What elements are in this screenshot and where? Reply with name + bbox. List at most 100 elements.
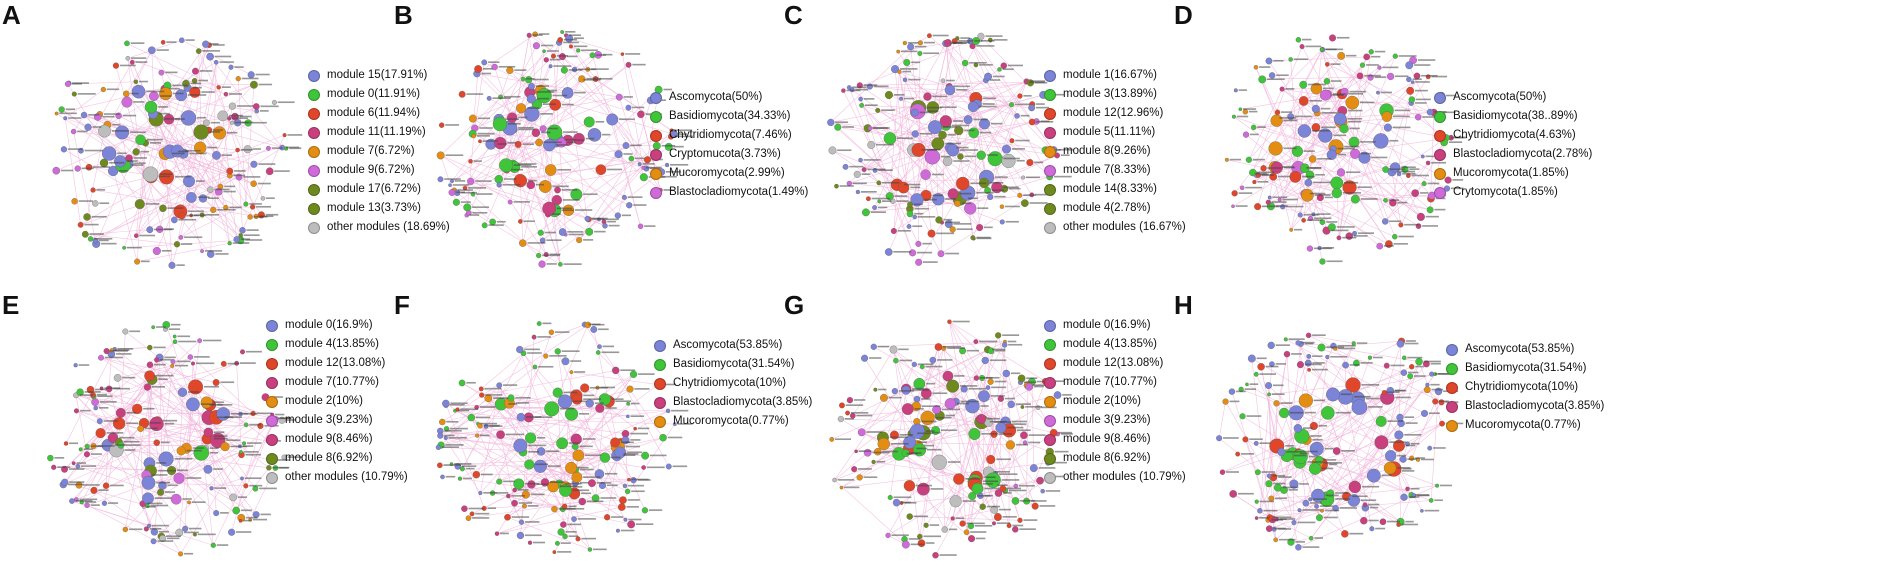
network-edge	[476, 73, 501, 98]
node-label-mark	[914, 212, 924, 215]
node-label-mark	[57, 466, 71, 468]
legend-item: module 0(11.91%)	[308, 85, 450, 104]
node-label-mark	[461, 465, 477, 468]
network-node	[202, 119, 210, 127]
node-label-mark	[164, 118, 180, 120]
network-node	[491, 63, 498, 71]
network-edge	[75, 394, 209, 418]
node-label-mark	[1450, 136, 1468, 139]
node-label-mark	[156, 481, 170, 484]
network-node	[71, 198, 78, 205]
node-label-mark	[1265, 365, 1279, 368]
network-edge	[1341, 93, 1386, 201]
legend-item: Blastocladiomycota(1.49%)	[650, 183, 808, 202]
network-edge	[505, 64, 629, 166]
node-label-mark	[835, 438, 852, 441]
node-label-mark	[893, 93, 905, 96]
network-node	[1268, 72, 1276, 79]
node-label-mark	[1285, 445, 1295, 447]
network-node	[250, 80, 258, 89]
node-label-mark	[554, 331, 570, 333]
network-edge	[1011, 140, 1050, 178]
panel-letter: E	[2, 290, 20, 320]
legend-label: module 13(3.73%)	[327, 202, 421, 214]
node-label-mark	[252, 148, 261, 150]
network-edge	[76, 499, 181, 555]
node-label-mark	[104, 387, 121, 389]
network-node	[122, 328, 129, 335]
node-label-mark	[982, 103, 995, 105]
legend-item: module 2(10%)	[1044, 392, 1186, 411]
node-label-mark	[155, 326, 166, 328]
network-node	[1301, 188, 1314, 202]
network-node	[63, 116, 68, 121]
legend-label: module 7(6.72%)	[327, 145, 415, 157]
network-node	[516, 345, 524, 354]
network-edge	[147, 386, 163, 486]
network-edge	[508, 477, 577, 497]
node-label-mark	[532, 541, 545, 544]
network-node	[228, 102, 237, 110]
network-edge	[454, 190, 493, 223]
node-label-mark	[1321, 126, 1336, 129]
panel-letter: D	[1174, 0, 1193, 30]
node-label-mark	[1003, 186, 1019, 189]
network-node	[992, 521, 996, 526]
network-edge	[1233, 493, 1271, 518]
network-edge	[498, 45, 537, 120]
node-label-mark	[158, 530, 169, 533]
network-node	[641, 165, 646, 170]
node-label-mark	[174, 457, 193, 460]
network-node	[883, 132, 897, 145]
network-node	[641, 451, 650, 460]
node-label-mark	[157, 469, 176, 472]
node-label-mark	[913, 203, 923, 206]
network-edge	[919, 430, 936, 537]
node-label-mark	[1030, 500, 1047, 502]
network-node	[1308, 462, 1322, 475]
node-label-mark	[532, 34, 543, 36]
network-edge	[108, 87, 188, 154]
legend-label: Basidiomycota(31.54%)	[673, 358, 795, 370]
node-label-mark	[126, 246, 142, 249]
node-label-mark	[177, 150, 189, 153]
network-edge	[947, 42, 1058, 156]
node-label-mark	[912, 387, 924, 390]
node-label-mark	[925, 430, 935, 432]
node-label-mark	[472, 517, 490, 519]
node-label-mark	[479, 127, 493, 129]
node-label-mark	[279, 467, 289, 469]
network-node	[897, 69, 902, 74]
network-node	[478, 386, 484, 392]
node-label-mark	[1389, 139, 1399, 142]
node-label-mark	[1401, 470, 1415, 472]
network-node	[606, 113, 619, 126]
network-node	[899, 96, 904, 101]
node-label-mark	[575, 209, 593, 211]
network-node	[1351, 399, 1368, 415]
network-node	[622, 483, 628, 489]
network-node	[1405, 61, 1414, 70]
network-edge	[917, 394, 1058, 432]
network-edge	[557, 351, 623, 508]
node-label-mark	[260, 105, 279, 108]
legend-swatch-icon	[1044, 471, 1056, 484]
node-label-mark	[115, 353, 132, 355]
legend-swatch-icon	[266, 338, 278, 351]
node-label-mark	[992, 348, 1006, 351]
node-label-mark	[536, 483, 549, 486]
node-label-mark	[196, 116, 207, 119]
network-node	[496, 478, 503, 485]
node-label-mark	[153, 363, 166, 366]
node-label-mark	[1278, 538, 1296, 541]
network-node	[1336, 168, 1346, 177]
node-label-mark	[1348, 109, 1363, 112]
network-node	[1381, 111, 1393, 122]
node-label-mark	[1310, 435, 1322, 437]
node-label-mark	[182, 498, 192, 500]
network-node	[243, 422, 249, 428]
node-label-mark	[997, 484, 1008, 486]
network-node	[101, 500, 108, 506]
network-node	[1325, 354, 1330, 360]
